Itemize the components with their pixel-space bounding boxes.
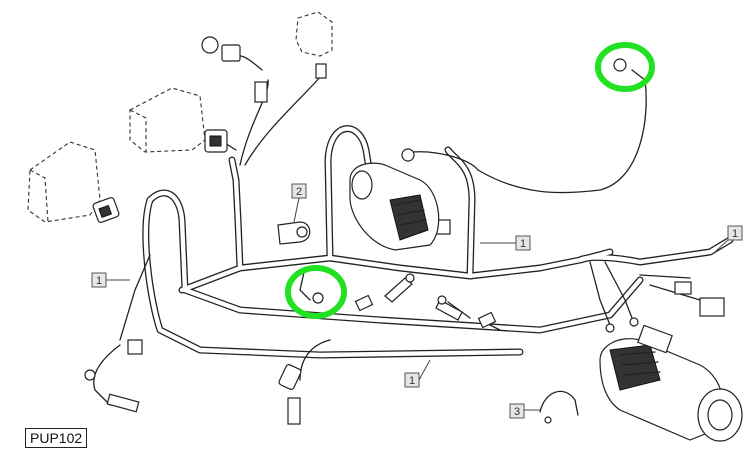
dashed-housings [27, 11, 333, 223]
highlight-ground-terminal-center [285, 265, 347, 319]
callout-box [727, 225, 743, 241]
highlights [285, 42, 655, 319]
callout-box [91, 272, 107, 288]
callout-label: 1 [96, 275, 102, 287]
callout-label: 2 [296, 186, 302, 198]
callout-box [509, 403, 525, 419]
callout-label: 1 [409, 375, 415, 387]
callout-box [291, 183, 307, 199]
callout-label: 1 [732, 228, 738, 240]
starter-motor [599, 324, 743, 442]
temp-sensor [384, 273, 463, 321]
connectors [84, 36, 725, 425]
callouts: 1 1 1 1 2 3 [91, 183, 743, 419]
callout-label: 3 [514, 406, 520, 418]
alternator [349, 162, 440, 251]
clip-part [277, 221, 311, 245]
callout-label: 1 [520, 238, 526, 250]
cable-tie [539, 390, 579, 424]
callout-box [515, 235, 531, 251]
figure-reference-label: PUP102 [25, 428, 88, 448]
highlight-ground-terminal-top [595, 42, 655, 92]
main-harness [142, 125, 734, 359]
callout-box [404, 372, 420, 388]
